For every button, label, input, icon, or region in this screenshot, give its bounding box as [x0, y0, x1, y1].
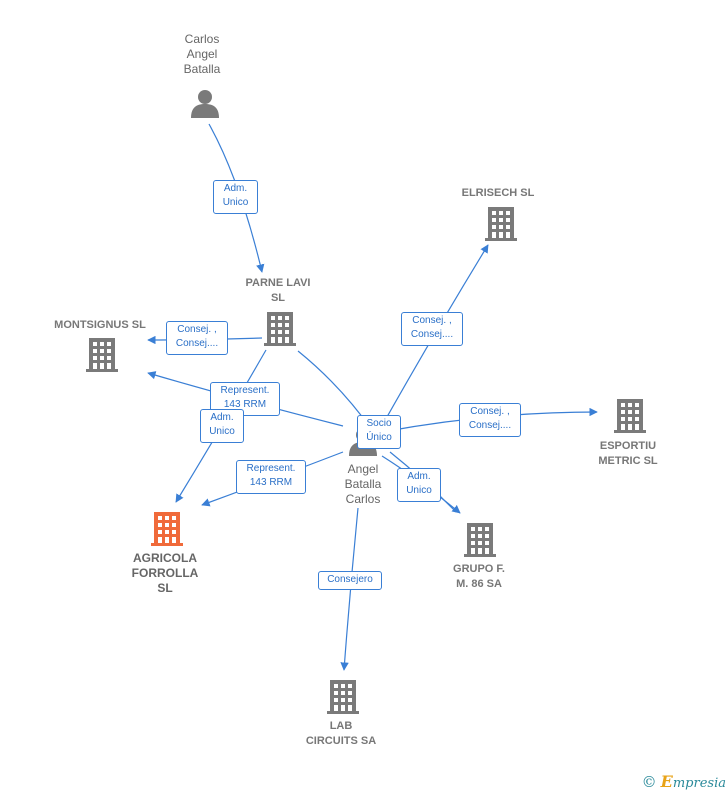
edge-label-consej[interactable]: Consej. , Consej....	[166, 321, 228, 355]
edge-label-consej[interactable]: Consej. , Consej....	[459, 403, 521, 437]
building-icon	[464, 523, 496, 557]
edge-label-socio-unico[interactable]: Socio Único	[357, 415, 401, 449]
building-icon	[485, 207, 517, 241]
node-carlos-angel-batalla[interactable]: Carlos Angel Batalla	[183, 32, 221, 76]
node-elrisech[interactable]: ELRISECH SL	[461, 187, 535, 199]
node-parne-lavi[interactable]: PARNE LAVI SL	[245, 277, 311, 304]
node-montsignus[interactable]: MONTSIGNUS SL	[54, 319, 146, 331]
building-icon	[614, 399, 646, 433]
edge-label-represent[interactable]: Represent. 143 RRM	[236, 460, 306, 494]
copyright-icon: ©	[641, 773, 657, 791]
edge-label-consejero[interactable]: Consejero	[318, 571, 382, 590]
edge-label-consej[interactable]: Consej. , Consej....	[401, 312, 463, 346]
building-icon	[327, 680, 359, 714]
node-grupo-f-m86[interactable]: GRUPO F. M. 86 SA	[453, 563, 505, 590]
edge-label-adm-unico[interactable]: Adm. Unico	[397, 468, 441, 502]
building-icon-highlight	[151, 512, 183, 546]
building-icon	[264, 312, 296, 346]
edge-label-adm-unico[interactable]: Adm. Unico	[213, 180, 258, 214]
brand-text: mpresia	[672, 776, 726, 791]
building-icon	[86, 338, 118, 372]
node-esportiu-metric[interactable]: ESPORTIU METRIC SL	[598, 440, 658, 467]
node-angel-batalla-carlos[interactable]: Angel Batalla Carlos	[344, 462, 382, 506]
person-icon	[191, 90, 219, 118]
edge-label-adm-unico[interactable]: Adm. Unico	[200, 409, 244, 443]
empresia-logo[interactable]: ©Empresia	[642, 772, 726, 791]
brand-e: E	[660, 772, 673, 791]
node-agricola-forrolla[interactable]: AGRICOLA FORROLLA SL	[131, 551, 199, 595]
node-lab-circuits[interactable]: LAB CIRCUITS SA	[305, 720, 377, 747]
